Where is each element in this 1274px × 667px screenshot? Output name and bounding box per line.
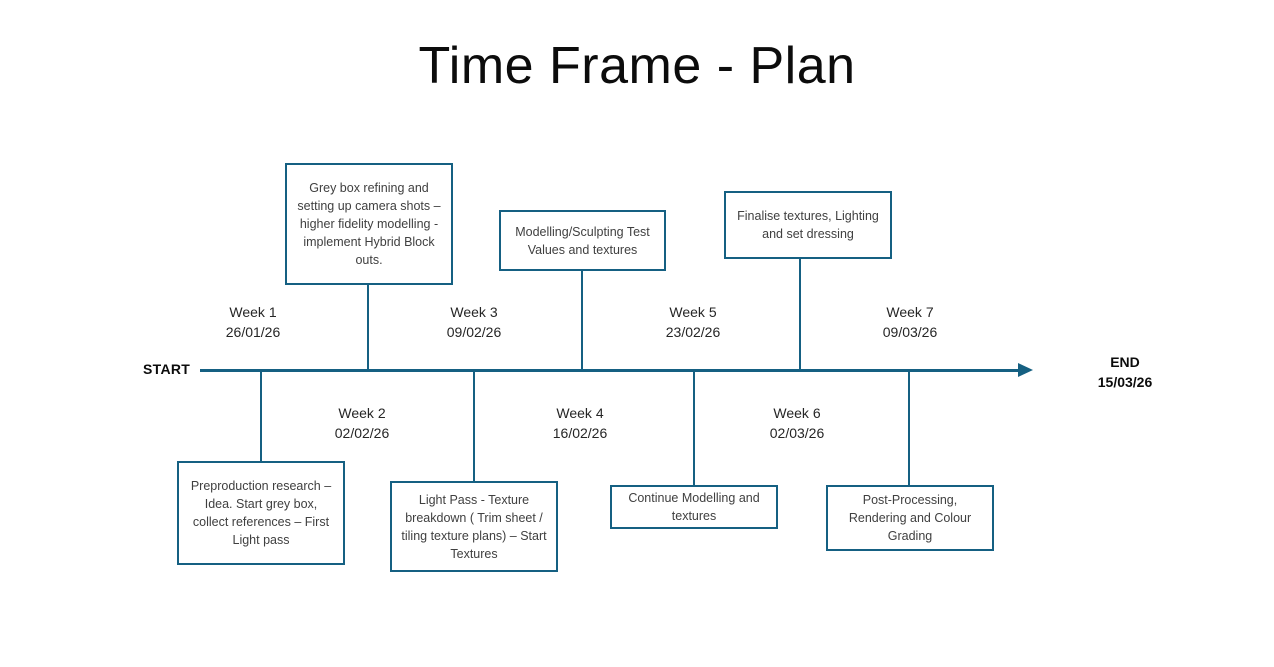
week-date: 09/03/26 xyxy=(882,324,938,340)
task-text: Continue Modelling and textures xyxy=(628,491,760,523)
week-name: Week 5 xyxy=(669,304,717,320)
task-text: Finalise textures, Lighting and set dres… xyxy=(737,209,879,241)
week-label-2: Week 2 02/02/26 xyxy=(302,403,422,443)
task-text: Grey box refining and setting up camera … xyxy=(297,181,441,267)
week-date: 16/02/26 xyxy=(552,425,608,441)
task-text: Post-Processing, Rendering and Colour Gr… xyxy=(848,493,972,543)
week-date: 02/03/26 xyxy=(769,425,825,441)
week-date: 26/01/26 xyxy=(225,324,281,340)
week-label-6: Week 6 02/03/26 xyxy=(737,403,857,443)
week-name: Week 2 xyxy=(338,405,386,421)
connector-line-week3 xyxy=(473,371,475,481)
connector-line-week6 xyxy=(799,259,801,371)
task-box-finalise-textures: Finalise textures, Lighting and set dres… xyxy=(724,191,892,259)
week-date: 23/02/26 xyxy=(665,324,721,340)
task-text: Modelling/Sculpting Test Values and text… xyxy=(515,224,650,257)
task-box-preproduction: Preproduction research – Idea. Start gre… xyxy=(177,461,345,565)
week-label-4: Week 4 16/02/26 xyxy=(520,403,640,443)
end-date: 15/03/26 xyxy=(1097,374,1153,390)
timeline-start-label: START xyxy=(143,361,191,377)
task-box-continue-modelling: Continue Modelling and textures xyxy=(610,485,778,529)
timeline-end-label: END 15/03/26 xyxy=(1080,352,1170,392)
task-box-greybox-refining: Grey box refining and setting up camera … xyxy=(285,163,453,285)
timeline-arrowhead-icon xyxy=(1018,363,1033,377)
week-label-5: Week 5 23/02/26 xyxy=(633,302,753,342)
end-text: END xyxy=(1110,354,1140,370)
week-label-1: Week 1 26/01/26 xyxy=(193,302,313,342)
week-label-7: Week 7 09/03/26 xyxy=(850,302,970,342)
week-date: 02/02/26 xyxy=(334,425,390,441)
week-name: Week 3 xyxy=(450,304,498,320)
page-title: Time Frame - Plan xyxy=(418,37,856,95)
connector-line-week4 xyxy=(581,271,583,371)
week-name: Week 6 xyxy=(773,405,821,421)
timeline-axis xyxy=(200,369,1022,372)
task-text: Light Pass - Texture breakdown ( Trim sh… xyxy=(401,492,547,561)
week-date: 09/02/26 xyxy=(446,324,502,340)
task-text: Preproduction research – Idea. Start gre… xyxy=(190,479,332,547)
week-label-3: Week 3 09/02/26 xyxy=(414,302,534,342)
task-box-light-pass: Light Pass - Texture breakdown ( Trim sh… xyxy=(390,481,558,572)
connector-line-week7 xyxy=(908,371,910,485)
connector-line-week2 xyxy=(367,285,369,371)
week-name: Week 4 xyxy=(556,405,604,421)
connector-line-week1 xyxy=(260,371,262,461)
task-box-modelling-sculpting: Modelling/Sculpting Test Values and text… xyxy=(499,210,666,271)
task-box-post-processing: Post-Processing, Rendering and Colour Gr… xyxy=(826,485,994,551)
week-name: Week 1 xyxy=(229,304,277,320)
connector-line-week5 xyxy=(693,371,695,485)
week-name: Week 7 xyxy=(886,304,934,320)
